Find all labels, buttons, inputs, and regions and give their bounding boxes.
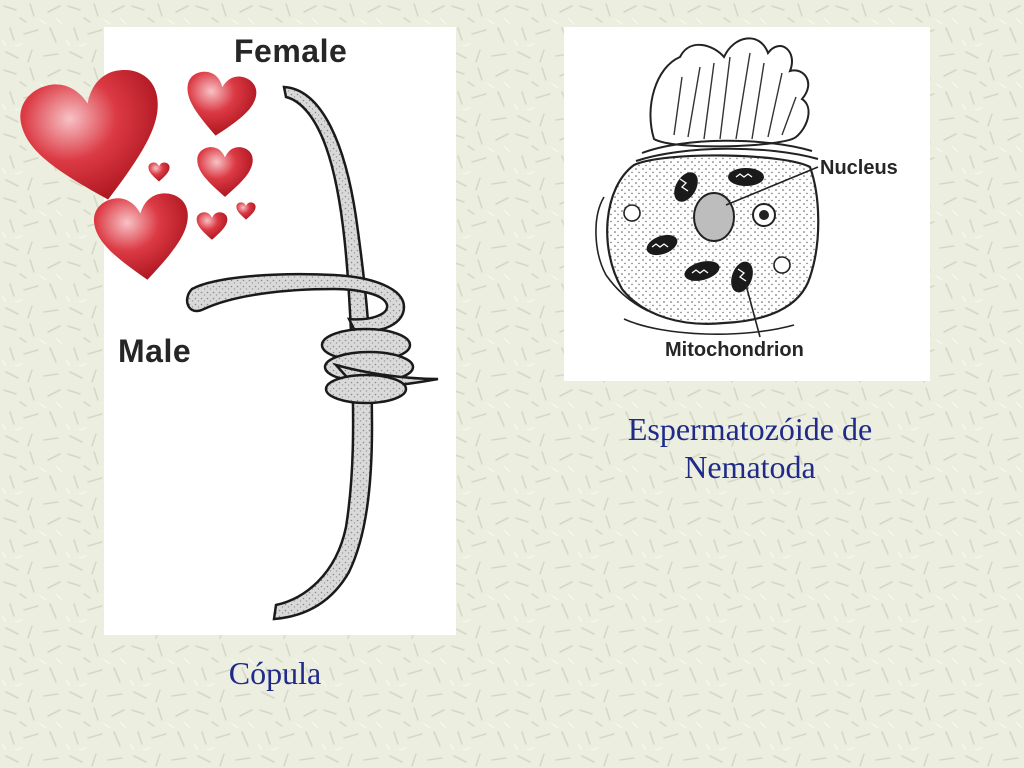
heart-icon [236, 202, 256, 220]
pseudopod [649, 37, 810, 148]
nucleus-label: Nucleus [820, 157, 898, 179]
sperm-caption-line2: Nematoda [684, 449, 816, 485]
sperm-caption-line1: Espermatozóide de [627, 411, 873, 447]
heart-icon [181, 69, 259, 141]
heart-icon [91, 191, 195, 285]
sperm-figure: Nucleus Mitochondrion [564, 27, 930, 381]
heart-icon [197, 147, 253, 197]
heart-icon [196, 212, 228, 240]
male-label: Male [118, 333, 192, 369]
copula-caption: Cópula [228, 655, 322, 691]
male-coil-3 [324, 373, 408, 405]
sperm-drawing [595, 37, 820, 338]
sperm-caption: Espermatozóide de Nematoda [570, 410, 930, 486]
nucleus-pointer [725, 166, 819, 206]
hearts-decoration [14, 68, 259, 285]
vesicle [773, 256, 791, 274]
nucleus-organelle [693, 192, 735, 242]
female-label: Female [234, 33, 348, 69]
mitochondrion-label: Mitochondrion [665, 339, 804, 361]
female-worm [272, 85, 374, 621]
vesicle [623, 204, 641, 222]
mitochondrion-pointer [745, 284, 761, 338]
heart-icon [148, 162, 170, 182]
copula-figure: Female Male [104, 27, 456, 635]
male-worm [185, 272, 406, 333]
copula-drawing [185, 85, 439, 621]
heart-icon [14, 68, 176, 214]
